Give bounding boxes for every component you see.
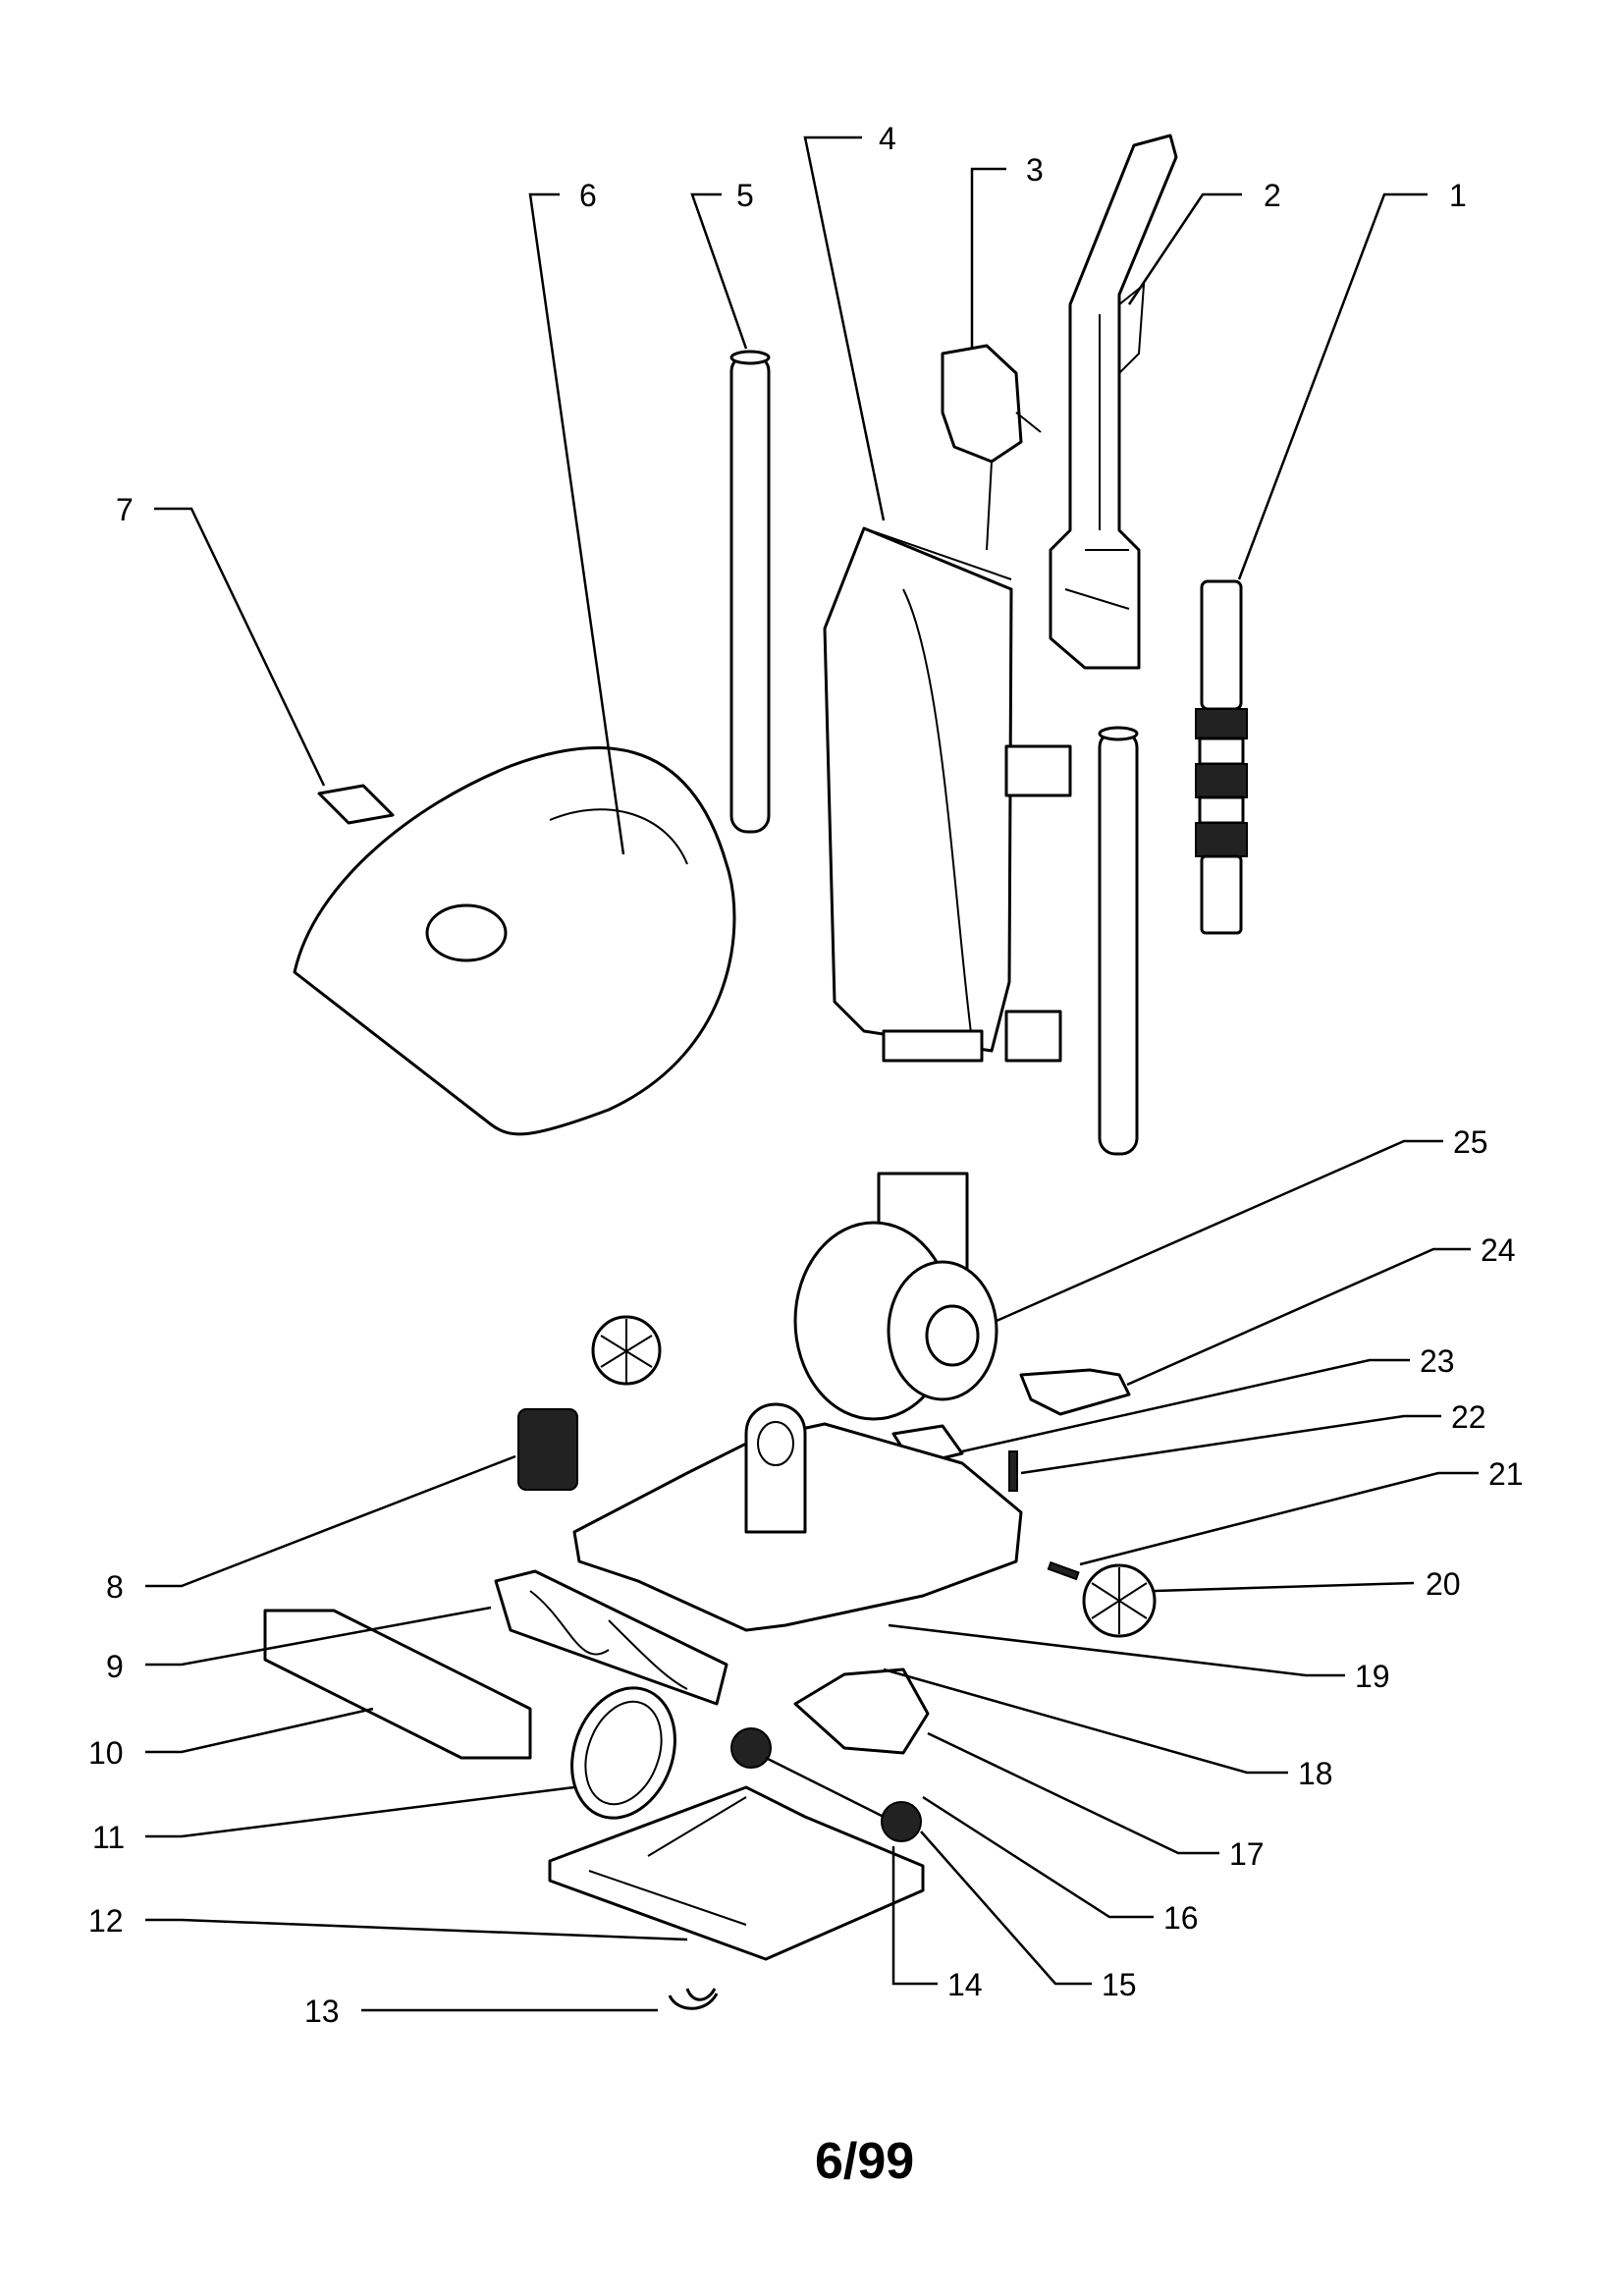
part-22-spring: [1008, 1450, 1018, 1492]
part-11-belt: [570, 1686, 676, 1820]
wand-tube-right: [1098, 726, 1139, 1156]
callout-24: 24: [1481, 1232, 1516, 1268]
callout-16: 16: [1163, 1900, 1199, 1936]
part-3-switch: [941, 344, 1042, 551]
callout-4: 4: [879, 121, 896, 156]
part-9-brushroll: [494, 1569, 728, 1706]
part-17-carrier: [793, 1667, 930, 1755]
part-10-bumper: [263, 1609, 532, 1760]
part-4-bag-housing: [823, 526, 1072, 1063]
part-5-wand: [729, 350, 771, 834]
callout-11: 11: [92, 1820, 125, 1855]
callout-6: 6: [579, 178, 597, 213]
callout-3: 3: [1026, 152, 1044, 188]
callout-8: 8: [106, 1569, 124, 1605]
callout-15: 15: [1102, 1967, 1137, 2002]
part-7-clip: [317, 784, 395, 825]
part-25-motor: [793, 1172, 998, 1421]
part-20-wheel: [1082, 1563, 1157, 1638]
callout-20: 20: [1426, 1566, 1461, 1602]
callout-13: 13: [304, 1994, 340, 2029]
callout-22: 22: [1451, 1399, 1486, 1435]
part-21-pin: [1047, 1560, 1080, 1581]
callout-18: 18: [1298, 1756, 1333, 1791]
callout-12: 12: [88, 1903, 124, 1939]
part-13-clip: [668, 1988, 719, 2010]
leader-lines: [145, 136, 1479, 2012]
part-6-hood: [293, 745, 736, 1136]
callout-23: 23: [1420, 1343, 1455, 1379]
callout-14: 14: [947, 1967, 983, 2002]
callout-9: 9: [106, 1649, 124, 1684]
callout-10: 10: [88, 1735, 124, 1771]
part-24-latch: [1019, 1368, 1131, 1416]
part-2-handle: [1049, 134, 1178, 670]
callout-17: 17: [1229, 1836, 1265, 1872]
rear-wheel-left: [591, 1315, 662, 1386]
part-8-filter: [517, 1408, 578, 1491]
part-1-hose: [1195, 579, 1248, 935]
callout-labels: 1 2 3 4 5 6 7 8 9 10 11 12 13 14 15 16 1…: [88, 121, 1524, 2029]
revision-date: 6/99: [815, 2133, 914, 2190]
base-chassis: [572, 1402, 1023, 1632]
callout-1: 1: [1449, 178, 1467, 213]
callout-5: 5: [736, 178, 754, 213]
callout-2: 2: [1264, 178, 1281, 213]
part-14-shaft: [730, 1727, 922, 1842]
callout-7: 7: [116, 492, 134, 527]
callout-25: 25: [1453, 1124, 1488, 1160]
callout-19: 19: [1355, 1659, 1390, 1694]
part-12-baseplate: [548, 1785, 925, 1961]
callout-21: 21: [1488, 1456, 1524, 1492]
